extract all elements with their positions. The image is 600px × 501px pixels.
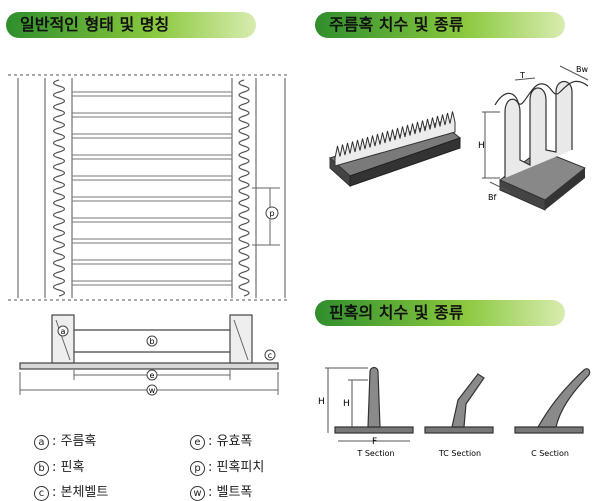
- callout-p-top: p: [269, 209, 274, 218]
- legend-item-c: c: 본체벨트: [34, 481, 108, 501]
- cleat-dim-h: H: [478, 141, 485, 151]
- callout-c: c: [268, 351, 272, 360]
- legend-item-a: a: 주름혹: [34, 430, 96, 450]
- pin-dim-h-outer: H: [318, 397, 325, 407]
- pin-section-t: T Section: [356, 449, 394, 458]
- callout-a: a: [61, 327, 66, 336]
- cleat-title: 주름혹 치수 및 종류: [315, 12, 565, 38]
- callout-b: b: [149, 337, 154, 346]
- cleat-strip-illustration: [329, 111, 462, 188]
- legend-item-p: p: 핀혹피치: [190, 456, 264, 476]
- legend-item-e: e: 유효폭: [190, 430, 252, 450]
- legend-item-b: b: 핀혹: [34, 456, 84, 476]
- pin-title: 핀혹의 치수 및 종류: [315, 300, 565, 326]
- legend-item-w: w: 벨트폭: [190, 481, 252, 501]
- general-title: 일반적인 형태 및 명칭: [6, 12, 256, 38]
- cleat-profile-illustration: T Bw H Bf: [478, 65, 588, 211]
- cleat-dim-bw: Bw: [576, 65, 588, 74]
- pin-section-c: C Section: [531, 449, 569, 458]
- callout-e: e: [150, 371, 155, 380]
- cleat-dim-bf: Bf: [488, 193, 496, 202]
- callout-w: w: [149, 386, 156, 395]
- cleat-wave-right: [238, 79, 250, 297]
- cleat-dim-t: T: [519, 71, 525, 80]
- pin-dim-f: F: [372, 437, 377, 447]
- pin-dim-h-inner: H: [343, 399, 350, 409]
- cleat-wave-left: [52, 79, 66, 297]
- pin-section-tc: TC Section: [438, 449, 481, 458]
